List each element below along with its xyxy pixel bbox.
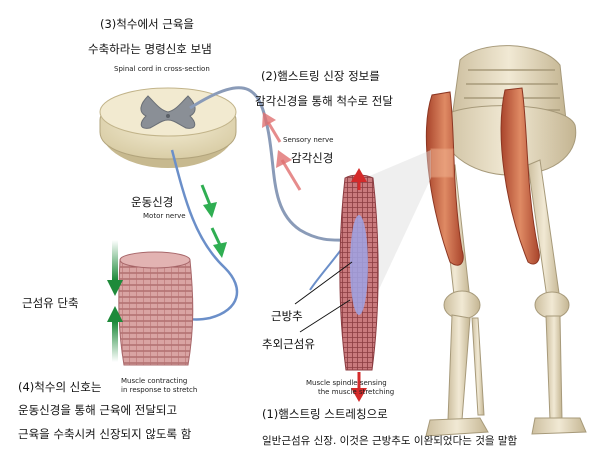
extrafusal-leader-line xyxy=(299,299,351,333)
spindle-leader-line xyxy=(294,261,353,305)
spindle-en-line2: the muscle stretching xyxy=(318,388,394,396)
skeleton-illustration xyxy=(360,45,587,437)
spinal-cord-label: Spinal cord in cross-section xyxy=(114,65,210,73)
step1-line1: (1)햄스트링 스트레칭으로 xyxy=(262,407,388,421)
muscle-spindle xyxy=(350,215,368,315)
step4-line2: 운동신경을 통해 근육에 전달되고 xyxy=(18,403,177,417)
contraction-arrows xyxy=(107,240,123,362)
stretched-muscle xyxy=(339,174,379,371)
spinal-cord-cross-section xyxy=(99,87,237,168)
step2-line2: 감각신경을 통해 척수로 전달 xyxy=(255,94,393,108)
contracting-en-line1: Muscle contracting xyxy=(121,377,187,385)
muscle-spindle-label: 근방추 xyxy=(271,309,303,323)
motor-nerve-ko-label: 운동신경 xyxy=(131,195,173,209)
step3-line1: (3)척수에서 근육을 xyxy=(100,17,194,31)
sensory-nerve-path xyxy=(189,86,349,242)
magnified-region xyxy=(430,148,454,178)
step2-line1: (2)햄스트링 신장 정보를 xyxy=(261,69,380,83)
spindle-en-line1: Muscle spindle sensing xyxy=(306,379,387,387)
stretch-arrows xyxy=(351,168,367,402)
sensory-signal-arrows xyxy=(262,112,302,191)
fiber-contraction-label: 근섬유 단축 xyxy=(22,296,79,310)
extrafusal-fiber-label: 추외근섬유 xyxy=(262,337,315,351)
step3-line2: 수축하라는 명령신호 보냄 xyxy=(88,42,212,56)
contracting-muscle xyxy=(118,251,194,366)
contracting-en-line2: in response to stretch xyxy=(121,386,197,394)
step4-line3: 근육을 수축시켜 신장되지 않도록 함 xyxy=(18,427,192,441)
sensory-nerve-en-label: Sensory nerve xyxy=(283,136,333,144)
step4-line1: (4)척수의 신호는 xyxy=(18,380,101,394)
motor-nerve-en-label: Motor nerve xyxy=(143,212,186,220)
motor-nerve-path xyxy=(170,149,239,321)
sensory-nerve-ko-label: 감각신경 xyxy=(291,151,333,165)
step1-line2: 일반근섬유 신장. 이것은 근방추도 이완되었다는 것을 말함 xyxy=(262,434,518,447)
motor-signal-arrows xyxy=(200,184,227,258)
